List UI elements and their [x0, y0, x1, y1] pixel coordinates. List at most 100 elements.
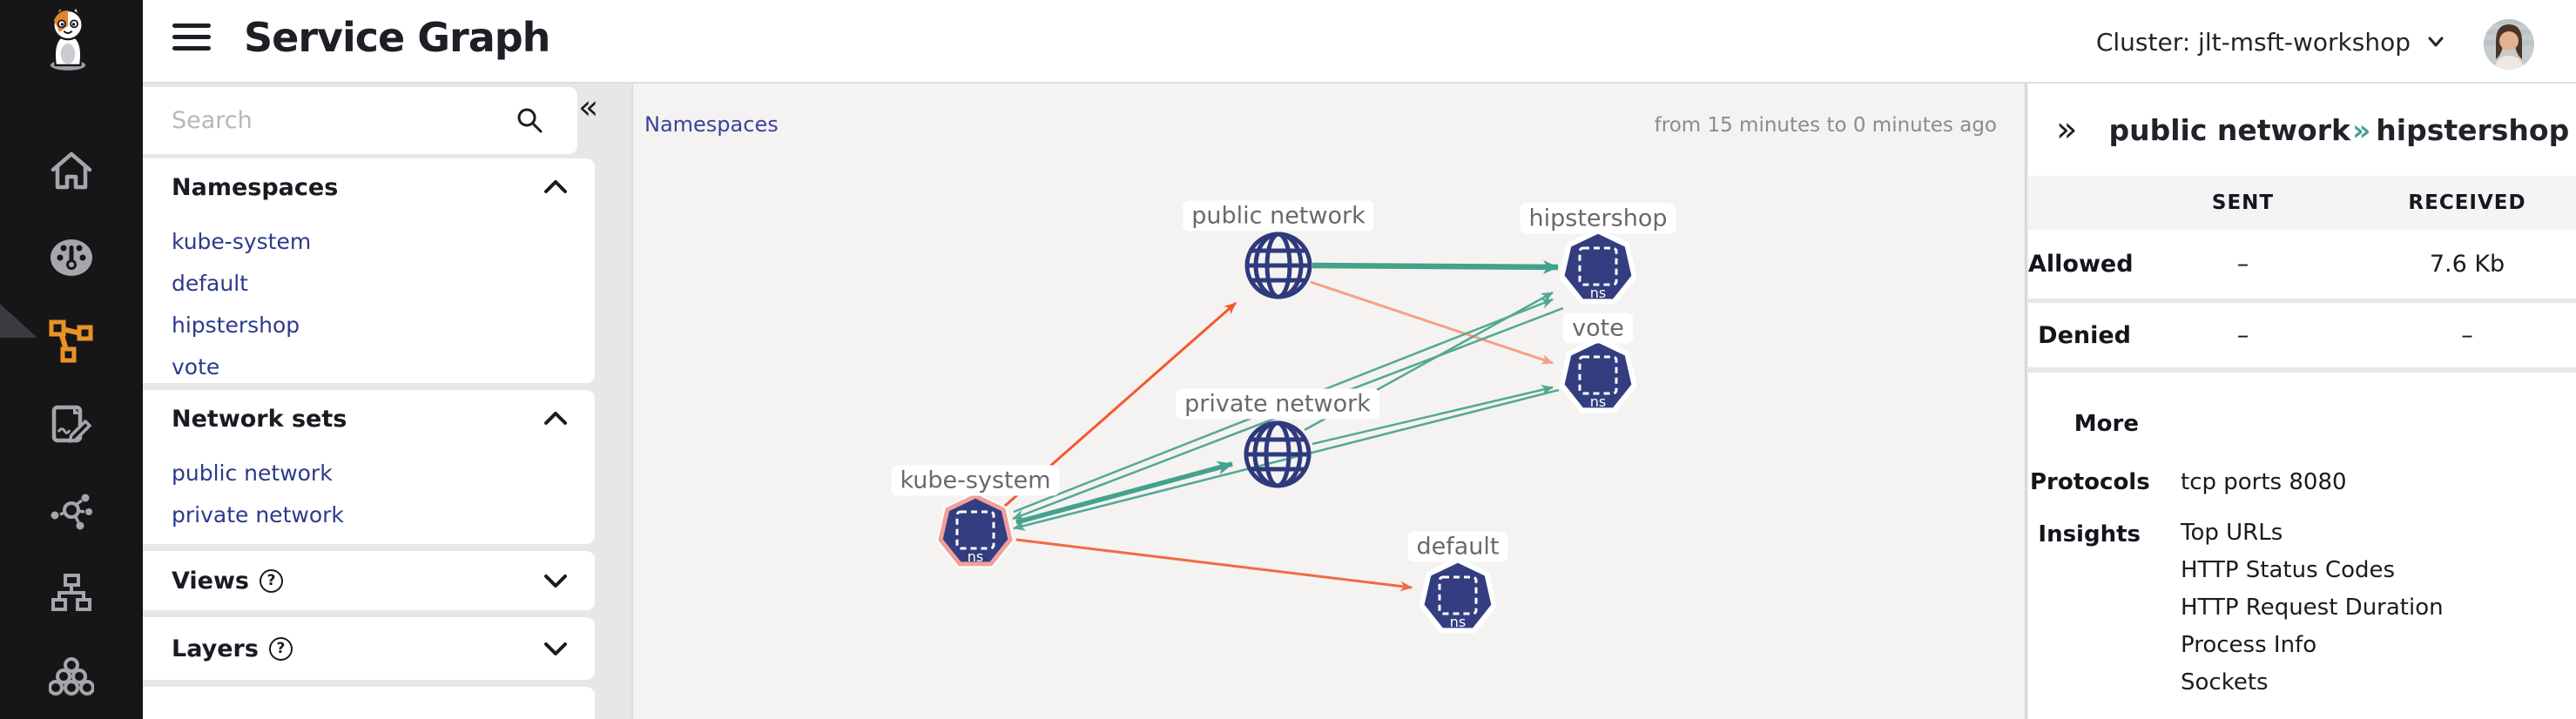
- sidebar-filler-card: [143, 687, 595, 719]
- graph-node-public-network[interactable]: public network: [1244, 232, 1312, 299]
- edge-kube-system-to-private-network[interactable]: [1015, 460, 1233, 525]
- search-card: [143, 87, 577, 154]
- home-nav-icon[interactable]: [48, 147, 95, 194]
- graph-node-hipstershop[interactable]: ns: [1559, 228, 1637, 305]
- chevron-down-icon[interactable]: [543, 572, 569, 589]
- denied-row-label: Denied: [2038, 321, 2131, 349]
- node-label-kube-system[interactable]: kube-system: [891, 465, 1060, 496]
- edge-vote-to-kube-system[interactable]: [1013, 388, 1560, 531]
- collapse-panel-icon[interactable]: »: [2056, 110, 2078, 150]
- node-label-hipstershop[interactable]: hipstershop: [1520, 203, 1676, 234]
- service-graph-svg: public network private network ns ns ns ns: [936, 228, 1637, 634]
- primary-nav: [0, 0, 143, 719]
- section-title: Layers: [172, 635, 259, 662]
- sidebar-section-layers: Layers?: [143, 617, 595, 680]
- table-row-allowed: Allowed – 7.6 Kb: [2028, 230, 2576, 299]
- panel-spacer: [2028, 373, 2576, 399]
- node-label-public-network[interactable]: public network: [1183, 200, 1374, 232]
- edge-public-network-to-hipstershop[interactable]: [1312, 259, 1559, 274]
- graph-node-kube-system[interactable]: ns: [936, 492, 1015, 568]
- collapse-sidebar-icon[interactable]: «: [578, 88, 599, 126]
- cluster-nav-icon[interactable]: [48, 653, 95, 700]
- edge-title: public network»hipstershop: [2108, 113, 2569, 147]
- edge-target: hipstershop: [2376, 112, 2570, 147]
- sidebar-item-default[interactable]: default: [172, 271, 248, 296]
- insight-item-process-info[interactable]: Process Info: [2181, 632, 2317, 658]
- panel-title-row: » public network»hipstershop: [2028, 84, 2576, 176]
- service-graph-nav-icon[interactable]: [48, 318, 95, 365]
- chevron-down-icon[interactable]: [543, 640, 569, 657]
- help-icon[interactable]: ?: [260, 568, 284, 593]
- edge-arrow-icon: »: [2351, 112, 2371, 147]
- calico-cat-logo[interactable]: [19, 5, 117, 71]
- time-range-label: from 15 minutes to 0 minutes ago: [1654, 114, 1997, 137]
- denied-received-value: –: [2461, 321, 2473, 349]
- graph-node-private-network[interactable]: private network: [1244, 420, 1312, 488]
- sidebar-item-vote[interactable]: vote: [172, 354, 220, 380]
- allowed-sent-value: –: [2236, 251, 2249, 278]
- hamburger-menu-icon[interactable]: [172, 24, 211, 60]
- svg-text:ns: ns: [1590, 393, 1606, 410]
- section-header[interactable]: Network sets: [172, 390, 595, 447]
- active-nav-wedge: [0, 304, 37, 338]
- sidebar-item-kube-system[interactable]: kube-system: [172, 229, 312, 254]
- graph-canvas[interactable]: public network private network ns ns ns ns Na…: [631, 84, 2025, 719]
- details-panel: » public network»hipstershop SENT RECEIV…: [2025, 84, 2576, 719]
- cluster-selector[interactable]: Cluster: jlt-msft-workshop: [2096, 0, 2445, 84]
- protocols-label: Protocols: [2030, 469, 2150, 495]
- node-label-default[interactable]: default: [1407, 531, 1508, 562]
- section-header[interactable]: Views?: [172, 552, 595, 609]
- dashboard-nav-icon[interactable]: [48, 234, 95, 281]
- denied-sent-value: –: [2236, 321, 2249, 349]
- endpoints-nav-icon[interactable]: [48, 487, 95, 534]
- edge-public-network-to-vote[interactable]: [1310, 280, 1554, 365]
- insight-item-sockets[interactable]: Sockets: [2181, 669, 2269, 695]
- chevron-up-icon[interactable]: [543, 410, 569, 427]
- section-header[interactable]: Layers?: [172, 620, 595, 677]
- user-avatar[interactable]: [2484, 19, 2534, 70]
- sidebar-item-private-network[interactable]: private network: [172, 502, 344, 527]
- allowed-received-value: 7.6 Kb: [2429, 251, 2505, 278]
- top-header: Service Graph Cluster: jlt-msft-workshop: [0, 0, 2576, 84]
- search-icon[interactable]: [515, 106, 544, 136]
- node-label-private-network[interactable]: private network: [1176, 388, 1379, 420]
- sidebar-item-public-network[interactable]: public network: [172, 460, 333, 486]
- chevron-up-icon[interactable]: [543, 178, 569, 196]
- protocols-value: tcp ports 8080: [2181, 469, 2347, 495]
- section-header[interactable]: Namespaces: [172, 158, 595, 216]
- received-column-header: RECEIVED: [2408, 192, 2526, 214]
- policies-nav-icon[interactable]: [48, 401, 95, 448]
- sidebar-item-hipstershop[interactable]: hipstershop: [172, 312, 300, 338]
- edge-kube-system-to-default[interactable]: [1015, 538, 1413, 592]
- insight-item-http-request-duration[interactable]: HTTP Request Duration: [2181, 595, 2444, 621]
- sidebar-section-network-sets: Network sets public network private networ…: [143, 390, 595, 544]
- more-label: More: [2074, 411, 2139, 437]
- node-label-vote[interactable]: vote: [1563, 312, 1633, 344]
- sidebar-section-views: Views?: [143, 551, 595, 610]
- network-tree-nav-icon[interactable]: [48, 569, 95, 616]
- insights-label: Insights: [2038, 521, 2141, 548]
- svg-text:ns: ns: [1450, 614, 1466, 630]
- table-row-denied: Denied – –: [2028, 303, 2576, 367]
- page-title: Service Graph: [244, 14, 550, 61]
- svg-text:ns: ns: [968, 548, 983, 565]
- insight-item-http-status-codes[interactable]: HTTP Status Codes: [2181, 557, 2396, 583]
- sidebar-section-namespaces: Namespaces kube-system default hipstershop v…: [143, 158, 595, 383]
- section-title: Namespaces: [172, 173, 339, 201]
- sent-column-header: SENT: [2211, 192, 2275, 214]
- section-title: Network sets: [172, 405, 347, 433]
- allowed-row-label: Allowed: [2028, 251, 2134, 278]
- help-icon[interactable]: ?: [268, 636, 293, 661]
- edge-private-network-to-vote[interactable]: [1312, 385, 1554, 446]
- canvas-view-label: Namespaces: [644, 112, 779, 137]
- more-section-body: Protocols tcp ports 8080 Insights Top UR…: [2028, 449, 2576, 719]
- graph-node-vote[interactable]: ns: [1559, 337, 1637, 413]
- traffic-table-header: SENT RECEIVED: [2028, 176, 2576, 230]
- cluster-selector-label: Cluster: jlt-msft-workshop: [2095, 27, 2411, 57]
- search-input[interactable]: [143, 107, 482, 134]
- graph-node-default[interactable]: ns: [1419, 557, 1497, 634]
- more-section-header[interactable]: More: [2028, 399, 2576, 449]
- insight-item-top-urls[interactable]: Top URLs: [2181, 520, 2283, 546]
